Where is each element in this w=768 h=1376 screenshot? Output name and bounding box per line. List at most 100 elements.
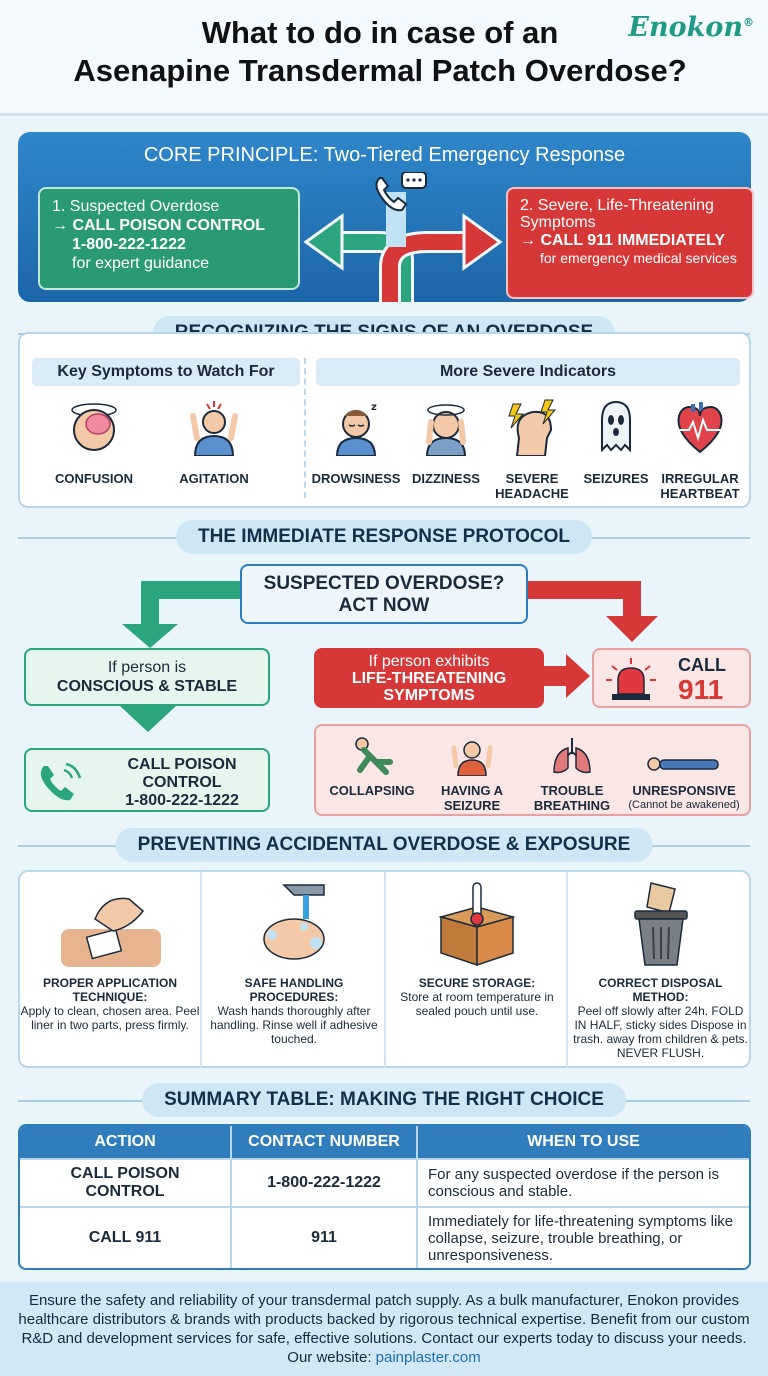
symptom-label: SEVERE HEADACHE [495,471,569,501]
table-row: CALL POISON CONTROL 1-800-222-1222 For a… [20,1158,749,1206]
collapsing-person-icon [355,737,393,775]
table-header-cell: WHEN TO USE [416,1126,749,1158]
dizzy-person-icon [425,404,467,457]
start-line-1: SUSPECTED OVERDOSE? [263,573,505,594]
symptom-label: DIZZINESS [412,471,480,486]
core-right-action: → CALL 911 IMMEDIATELY [520,232,726,249]
core-right-heading: 2. Severe, Life-Threatening Symptoms [520,197,714,231]
title-line-1: What to do in case of an [201,15,559,50]
summary-section-header: SUMMARY TABLE: MAKING THE RIGHT CHOICE [0,1083,768,1117]
phone-icon [40,762,82,801]
symptom-seizures: SEIZURES [566,398,666,486]
prevention-title: PROPER APPLICATION TECHNIQUE: [42,976,177,1004]
core-title: CORE PRINCIPLE: Two-Tiered Emergency Res… [143,144,626,166]
life-line-3: SYMPTOMS [383,687,475,704]
start-line-2: ACT NOW [338,595,430,616]
table-cell: CALL 911 [20,1206,230,1268]
summary-section-title: SUMMARY TABLE: MAKING THE RIGHT CHOICE [142,1083,626,1117]
poison-number: 1-800-222-1222 [125,792,239,809]
table-cell: 911 [230,1206,416,1268]
prevention-handling: SAFE HANDLING PROCEDURES: Wash hands tho… [204,872,386,1068]
storage-box-icon [438,882,516,967]
symptom-label: SEIZURES [583,471,649,486]
prevention-section-header: PREVENTING ACCIDENTAL OVERDOSE & EXPOSUR… [0,828,768,862]
protocol-section-title: THE IMMEDIATE RESPONSE PROTOCOL [176,520,592,554]
signs-divider [304,358,306,498]
prevention-text: Peel off slowly after 24h. FOLD IN HALF,… [573,1004,748,1060]
seizure-ghost-icon [601,400,631,453]
life-threatening-node: If person exhibits LIFE-THREATENING SYMP… [314,648,544,708]
core-left-action: → CALL POISON CONTROL [52,217,266,234]
table-row: CALL 911 911 Immediately for life-threat… [20,1206,749,1268]
symptom-label: AGITATION [179,471,249,486]
brain-confusion-icon [71,403,117,451]
symptom-label: CONFUSION [55,471,133,486]
website-link[interactable]: painplaster.com [375,1349,481,1366]
conscious-stable-node: If person is CONSCIOUS & STABLE [24,648,270,706]
handling-image [204,872,384,976]
table-header-cell: CONTACT NUMBER [230,1126,416,1158]
signs-panel: Key Symptoms to Watch For More Severe In… [18,332,751,508]
critical-label: HAVING A SEIZURE [440,783,504,813]
brand-mark: ® [743,16,754,29]
core-left-heading: 1. Suspected Overdose [52,198,220,215]
brand-name: Enokon [628,12,743,43]
critical-sub: (Cannot be awakened) [628,799,740,811]
symptom-agitation: AGITATION [164,398,264,486]
disposal-image [570,872,751,976]
key-symptoms-title: Key Symptoms to Watch For [32,358,300,386]
critical-symptoms-panel: COLLAPSING HAVING A SEIZURE TROUBLE BREA… [314,724,751,816]
poison-line-2: CONTROL [142,774,222,791]
life-line-1: If person exhibits [368,653,490,670]
prevention-title: SECURE STORAGE: [418,976,536,990]
table-cell: 1-800-222-1222 [230,1158,416,1206]
prevention-section-title: PREVENTING ACCIDENTAL OVERDOSE & EXPOSUR… [115,828,653,862]
prevention-panel: PROPER APPLICATION TECHNIQUE: Apply to c… [18,870,751,1068]
protocol-section-header: THE IMMEDIATE RESPONSE PROTOCOL [0,520,768,554]
prevention-text: Wash hands thoroughly after handling. Ri… [210,1004,378,1046]
footer: Ensure the safety and reliability of you… [0,1282,768,1376]
trash-can-icon [633,882,688,966]
call-911-node: CALL 911 [592,648,751,708]
prevention-application: PROPER APPLICATION TECHNIQUE: Apply to c… [20,872,202,1068]
symptom-severe-headache: SEVERE HEADACHE [482,398,582,501]
phone-icon [375,172,427,212]
severe-indicators-title: More Severe Indicators [316,358,740,386]
symptom-confusion: CONFUSION [44,398,144,486]
table-cell: For any suspected overdose if the person… [416,1158,749,1206]
footer-text: Ensure the safety and reliability of you… [18,1292,750,1366]
table-cell: Immediately for life-threatening symptom… [416,1206,749,1268]
table-header-row: ACTION CONTACT NUMBER WHEN TO USE [20,1126,749,1158]
critical-seizure: HAVING A SEIZURE [424,736,520,813]
brand-logo: Enokon® [628,12,754,43]
symptom-irregular-heartbeat: IRREGULAR HEARTBEAT [650,398,750,501]
table-cell: CALL POISON CONTROL [20,1158,230,1206]
storage-image [388,872,566,976]
siren-icon [606,658,656,700]
core-right-note: for emergency medical services [540,250,737,266]
drowsy-person-icon: z [335,402,377,457]
critical-trouble-breathing: TROUBLE BREATHING [524,736,620,813]
patch-application-icon [61,897,161,967]
suspected-overdose-node: SUSPECTED OVERDOSE? ACT NOW [240,564,528,624]
call-poison-control-node: CALL POISON CONTROL 1-800-222-1222 [24,748,270,812]
critical-unresponsive: UNRESPONSIVE (Cannot be awakened) [620,736,748,813]
heart-icon [677,402,723,454]
headache-icon [508,399,557,457]
core-suspected-box: 1. Suspected Overdose → CALL POISON CONT… [38,187,300,290]
seizure-person-icon [451,741,493,777]
critical-collapsing: COLLAPSING [326,736,418,798]
conscious-line-2: CONSCIOUS & STABLE [56,678,238,695]
unresponsive-person-icon [647,757,719,771]
core-left-number: 1-800-222-1222 [72,236,186,253]
table-header-cell: ACTION [20,1126,230,1158]
header: What to do in case of an Asenapine Trans… [0,0,768,116]
prevention-disposal: CORRECT DISPOSAL METHOD: Peel off slowly… [570,872,751,1068]
core-severe-box: 2. Severe, Life-Threatening Symptoms → C… [506,187,754,299]
symptom-label: IRREGULAR HEARTBEAT [660,471,740,501]
call-label: CALL [678,655,726,675]
critical-label: COLLAPSING [329,783,415,798]
conscious-line-1: If person is [107,659,187,676]
poison-line-1: CALL POISON [127,756,237,773]
prevention-text: Store at room temperature in sealed pouc… [400,990,554,1018]
